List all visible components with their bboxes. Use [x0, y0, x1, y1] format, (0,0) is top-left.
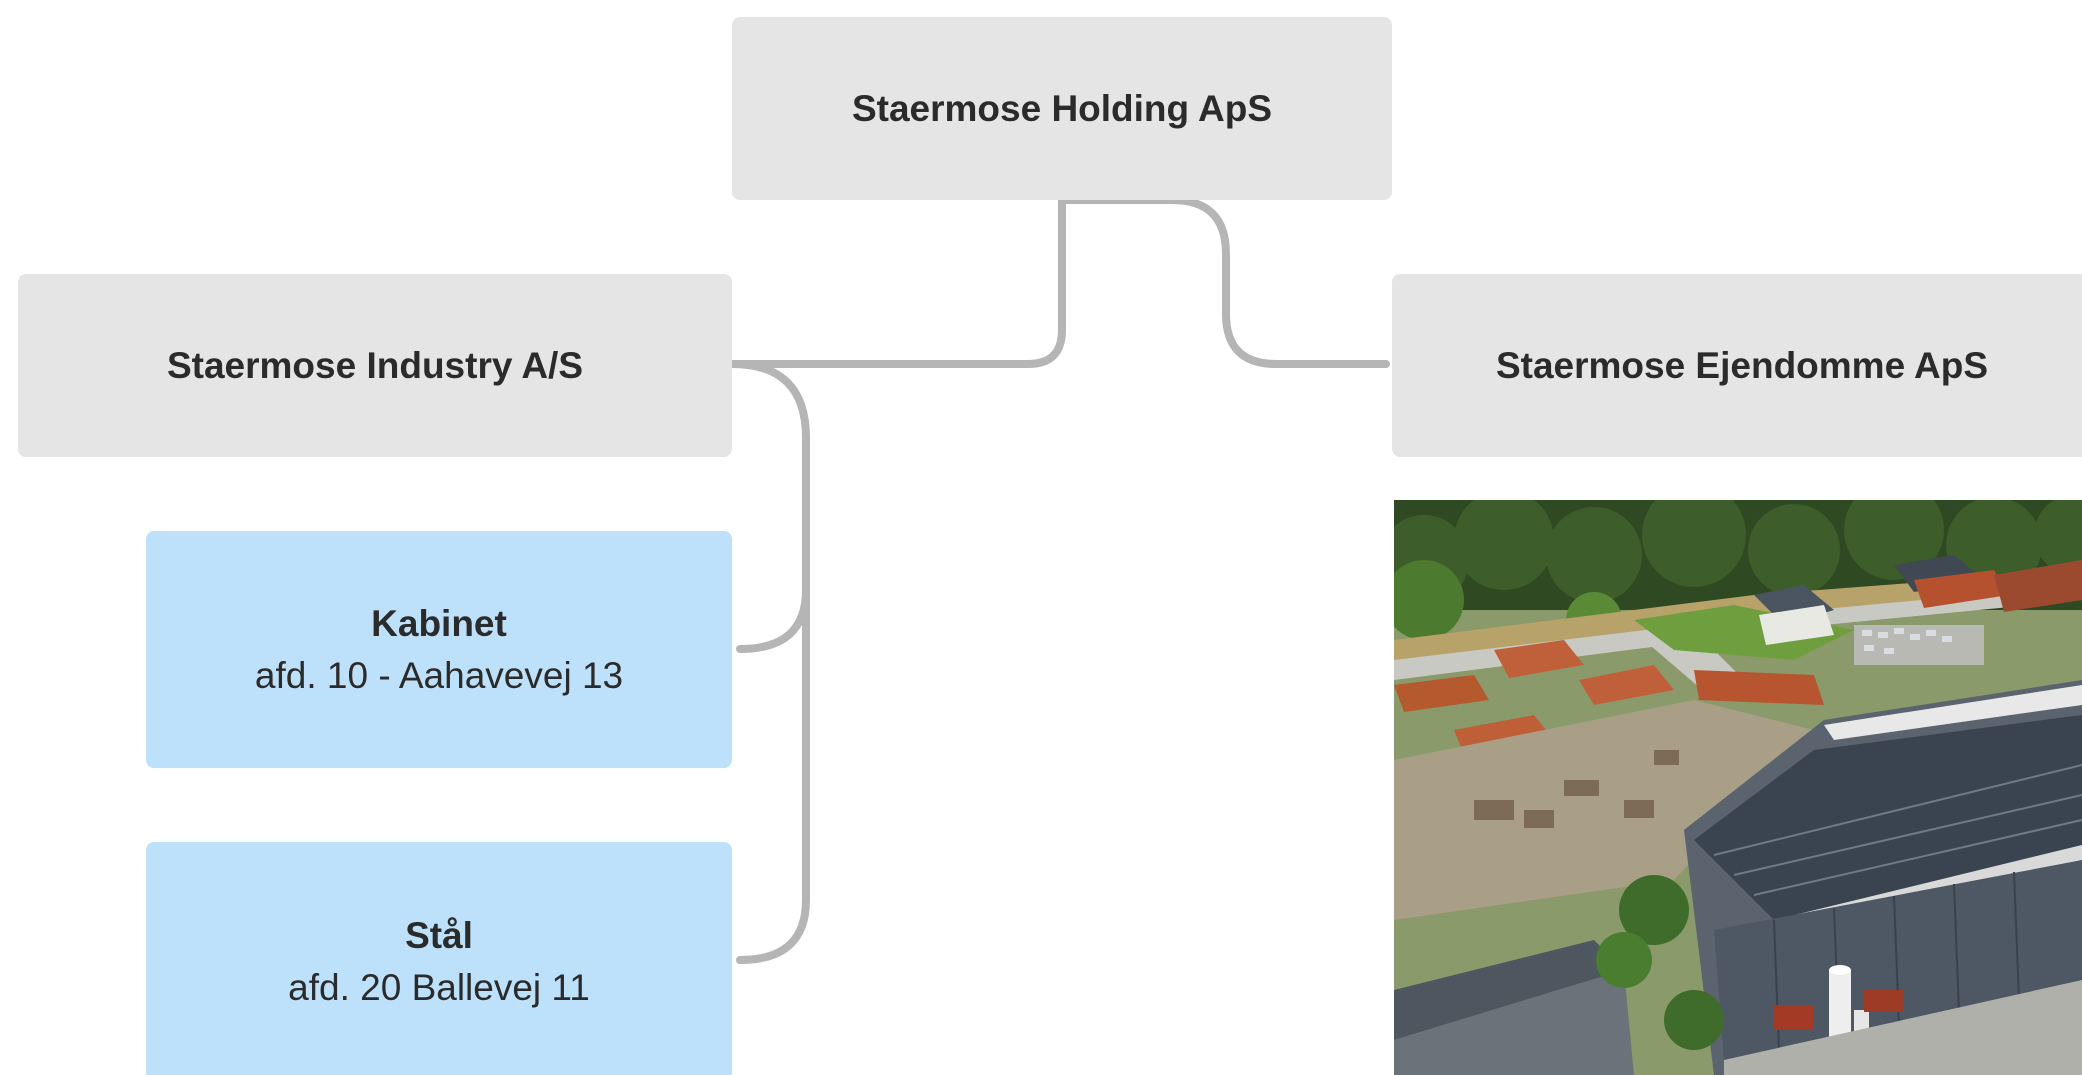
department-box-staal: Stål afd. 20 Ballevej 11 [146, 842, 732, 1075]
ejendomme-company-box: Staermose Ejendomme ApS [1392, 274, 2082, 457]
industry-company-label: Staermose Industry A/S [166, 344, 584, 386]
holding-company-label: Staermose Holding ApS [851, 87, 1273, 129]
holding-company-box: Staermose Holding ApS [732, 17, 1392, 200]
connector-holding-ejendomme [1058, 196, 1390, 368]
department-name: Stål [405, 915, 473, 956]
department-name: Kabinet [371, 602, 507, 644]
aerial-factory-photo [1394, 500, 2082, 1075]
connector-holding-industry [728, 196, 1066, 368]
connector-industry-staal [736, 556, 810, 964]
aerial-factory-image [1394, 500, 2082, 1075]
industry-company-box: Staermose Industry A/S [18, 274, 732, 457]
department-address: afd. 20 Ballevej 11 [288, 967, 590, 1008]
connector-industry-kabinet [728, 360, 810, 653]
ejendomme-company-label: Staermose Ejendomme ApS [1495, 344, 1989, 386]
department-address: afd. 10 - Aahavevej 13 [254, 654, 624, 696]
department-box-kabinet: Kabinet afd. 10 - Aahavevej 13 [146, 531, 732, 768]
